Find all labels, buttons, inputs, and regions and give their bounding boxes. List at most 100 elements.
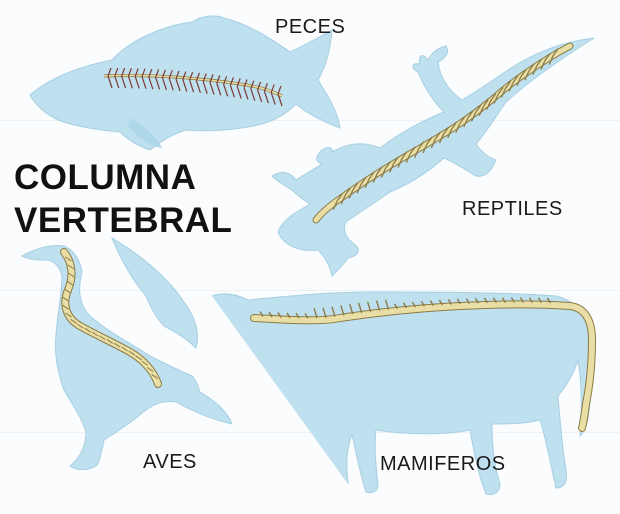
fish-dorsal-ray xyxy=(155,69,160,78)
fish-dorsal-ray xyxy=(223,76,228,85)
reptile-rib xyxy=(459,116,466,125)
bird-vertebra xyxy=(146,367,154,372)
bird-wing-silhouette xyxy=(110,236,198,349)
reptile-rib xyxy=(430,138,436,149)
reptile-rib xyxy=(422,143,428,154)
label-peces: PECES xyxy=(275,16,346,38)
bird-vertebra xyxy=(77,323,84,329)
fish-dorsal-ray xyxy=(263,83,268,92)
bird-vertebra xyxy=(113,342,121,348)
reptile-rib xyxy=(463,117,469,128)
mammal-spinous-process xyxy=(286,312,291,319)
mammal-silhouette xyxy=(211,291,593,495)
mammal-spinous-process xyxy=(501,297,506,303)
reptile-rib xyxy=(332,200,338,210)
reptile-rib xyxy=(376,166,383,174)
reptile-rib xyxy=(505,80,512,89)
reptile-rib xyxy=(340,194,346,205)
bird-vertebra xyxy=(64,288,71,294)
reptile-silhouette xyxy=(271,37,595,278)
reptile-rib xyxy=(482,99,489,108)
fish-dorsal-ray xyxy=(134,68,139,77)
reptile-rib xyxy=(356,183,362,194)
reptile-rib xyxy=(336,193,343,201)
mammal-spinous-process xyxy=(420,300,426,307)
fish-rib xyxy=(114,75,120,89)
fish-illustration xyxy=(29,15,341,151)
mammal-spinous-process xyxy=(277,312,282,318)
fish-dorsal-ray xyxy=(229,77,234,86)
fish-rib xyxy=(216,83,222,96)
reptile-rib xyxy=(409,146,416,154)
reptile-rib xyxy=(497,87,504,95)
bird-vertebra xyxy=(128,350,136,356)
mammal-spinous-process xyxy=(366,301,372,312)
reptile-rib xyxy=(360,176,367,185)
reptile-rib xyxy=(380,168,387,178)
bird-vertebra xyxy=(68,272,75,278)
reptile-rib xyxy=(508,82,514,92)
mammal-spinous-process xyxy=(537,297,543,304)
paper-texture-line xyxy=(0,432,620,433)
fish-rib xyxy=(121,75,127,89)
bird-vertebra xyxy=(62,296,69,302)
reptile-rib xyxy=(348,189,354,199)
mammal-spinous-process xyxy=(340,305,345,316)
mammal-spine xyxy=(250,300,597,432)
fish-dorsal-ray xyxy=(168,70,173,79)
bird-vertebra xyxy=(91,331,99,337)
mammal-spinous-process xyxy=(429,300,434,306)
bird-vertebra xyxy=(70,319,78,324)
reptile-rib xyxy=(467,110,474,119)
reptile-rib xyxy=(393,156,400,164)
reptile-rib xyxy=(389,163,395,173)
fish-rib xyxy=(161,77,167,91)
fish-pectoral-fin xyxy=(128,118,162,148)
reptile-rib xyxy=(512,74,519,83)
paper-texture-line xyxy=(0,290,620,291)
mammal-spinous-process xyxy=(268,311,273,318)
fish-rib xyxy=(229,85,235,98)
fish-dorsal-ray xyxy=(277,85,282,95)
fish-rib xyxy=(182,79,188,92)
reptile-rib xyxy=(372,173,378,183)
fish-rib xyxy=(195,80,201,94)
fish-dorsal-ray xyxy=(250,80,255,89)
title-line-2: VERTEBRAL xyxy=(14,201,233,240)
bird-vertebra xyxy=(65,256,72,262)
reptile-ribs xyxy=(332,48,559,210)
reptile-illustration xyxy=(271,37,595,278)
bird-vertebra xyxy=(121,346,128,352)
fish-dorsal-ray xyxy=(114,67,119,77)
reptile-rib xyxy=(384,161,391,169)
fish-rib xyxy=(175,78,181,92)
reptile-rib xyxy=(536,58,543,67)
reptile-rib xyxy=(516,76,522,86)
bird-vertebra xyxy=(62,304,70,310)
fish-dorsal-ray xyxy=(161,69,166,79)
mammal-spinous-process xyxy=(474,297,479,304)
reptile-rib xyxy=(532,65,538,75)
label-reptiles: REPTILES xyxy=(462,198,563,220)
bird-silhouette xyxy=(20,245,233,471)
fish-rib xyxy=(223,84,229,97)
bird-vertebrae xyxy=(62,256,158,379)
reptile-rib xyxy=(368,171,375,180)
fish-dorsal-ray xyxy=(175,70,180,80)
fish-rib xyxy=(209,82,215,95)
reptile-rib xyxy=(544,53,551,61)
reptile-rib xyxy=(364,178,370,189)
label-aves: AVES xyxy=(143,451,197,473)
mammal-spinous-process xyxy=(375,300,381,311)
fish-rib xyxy=(148,76,154,90)
reptile-rib xyxy=(418,141,425,150)
bird-vertebra xyxy=(66,280,74,286)
mammal-spinous-process xyxy=(358,302,363,314)
reptile-rib xyxy=(438,133,445,144)
bird-illustration xyxy=(20,236,233,471)
reptile-rib xyxy=(447,128,453,139)
reptile-rib xyxy=(478,106,484,116)
mammal-spinous-process xyxy=(313,308,318,319)
